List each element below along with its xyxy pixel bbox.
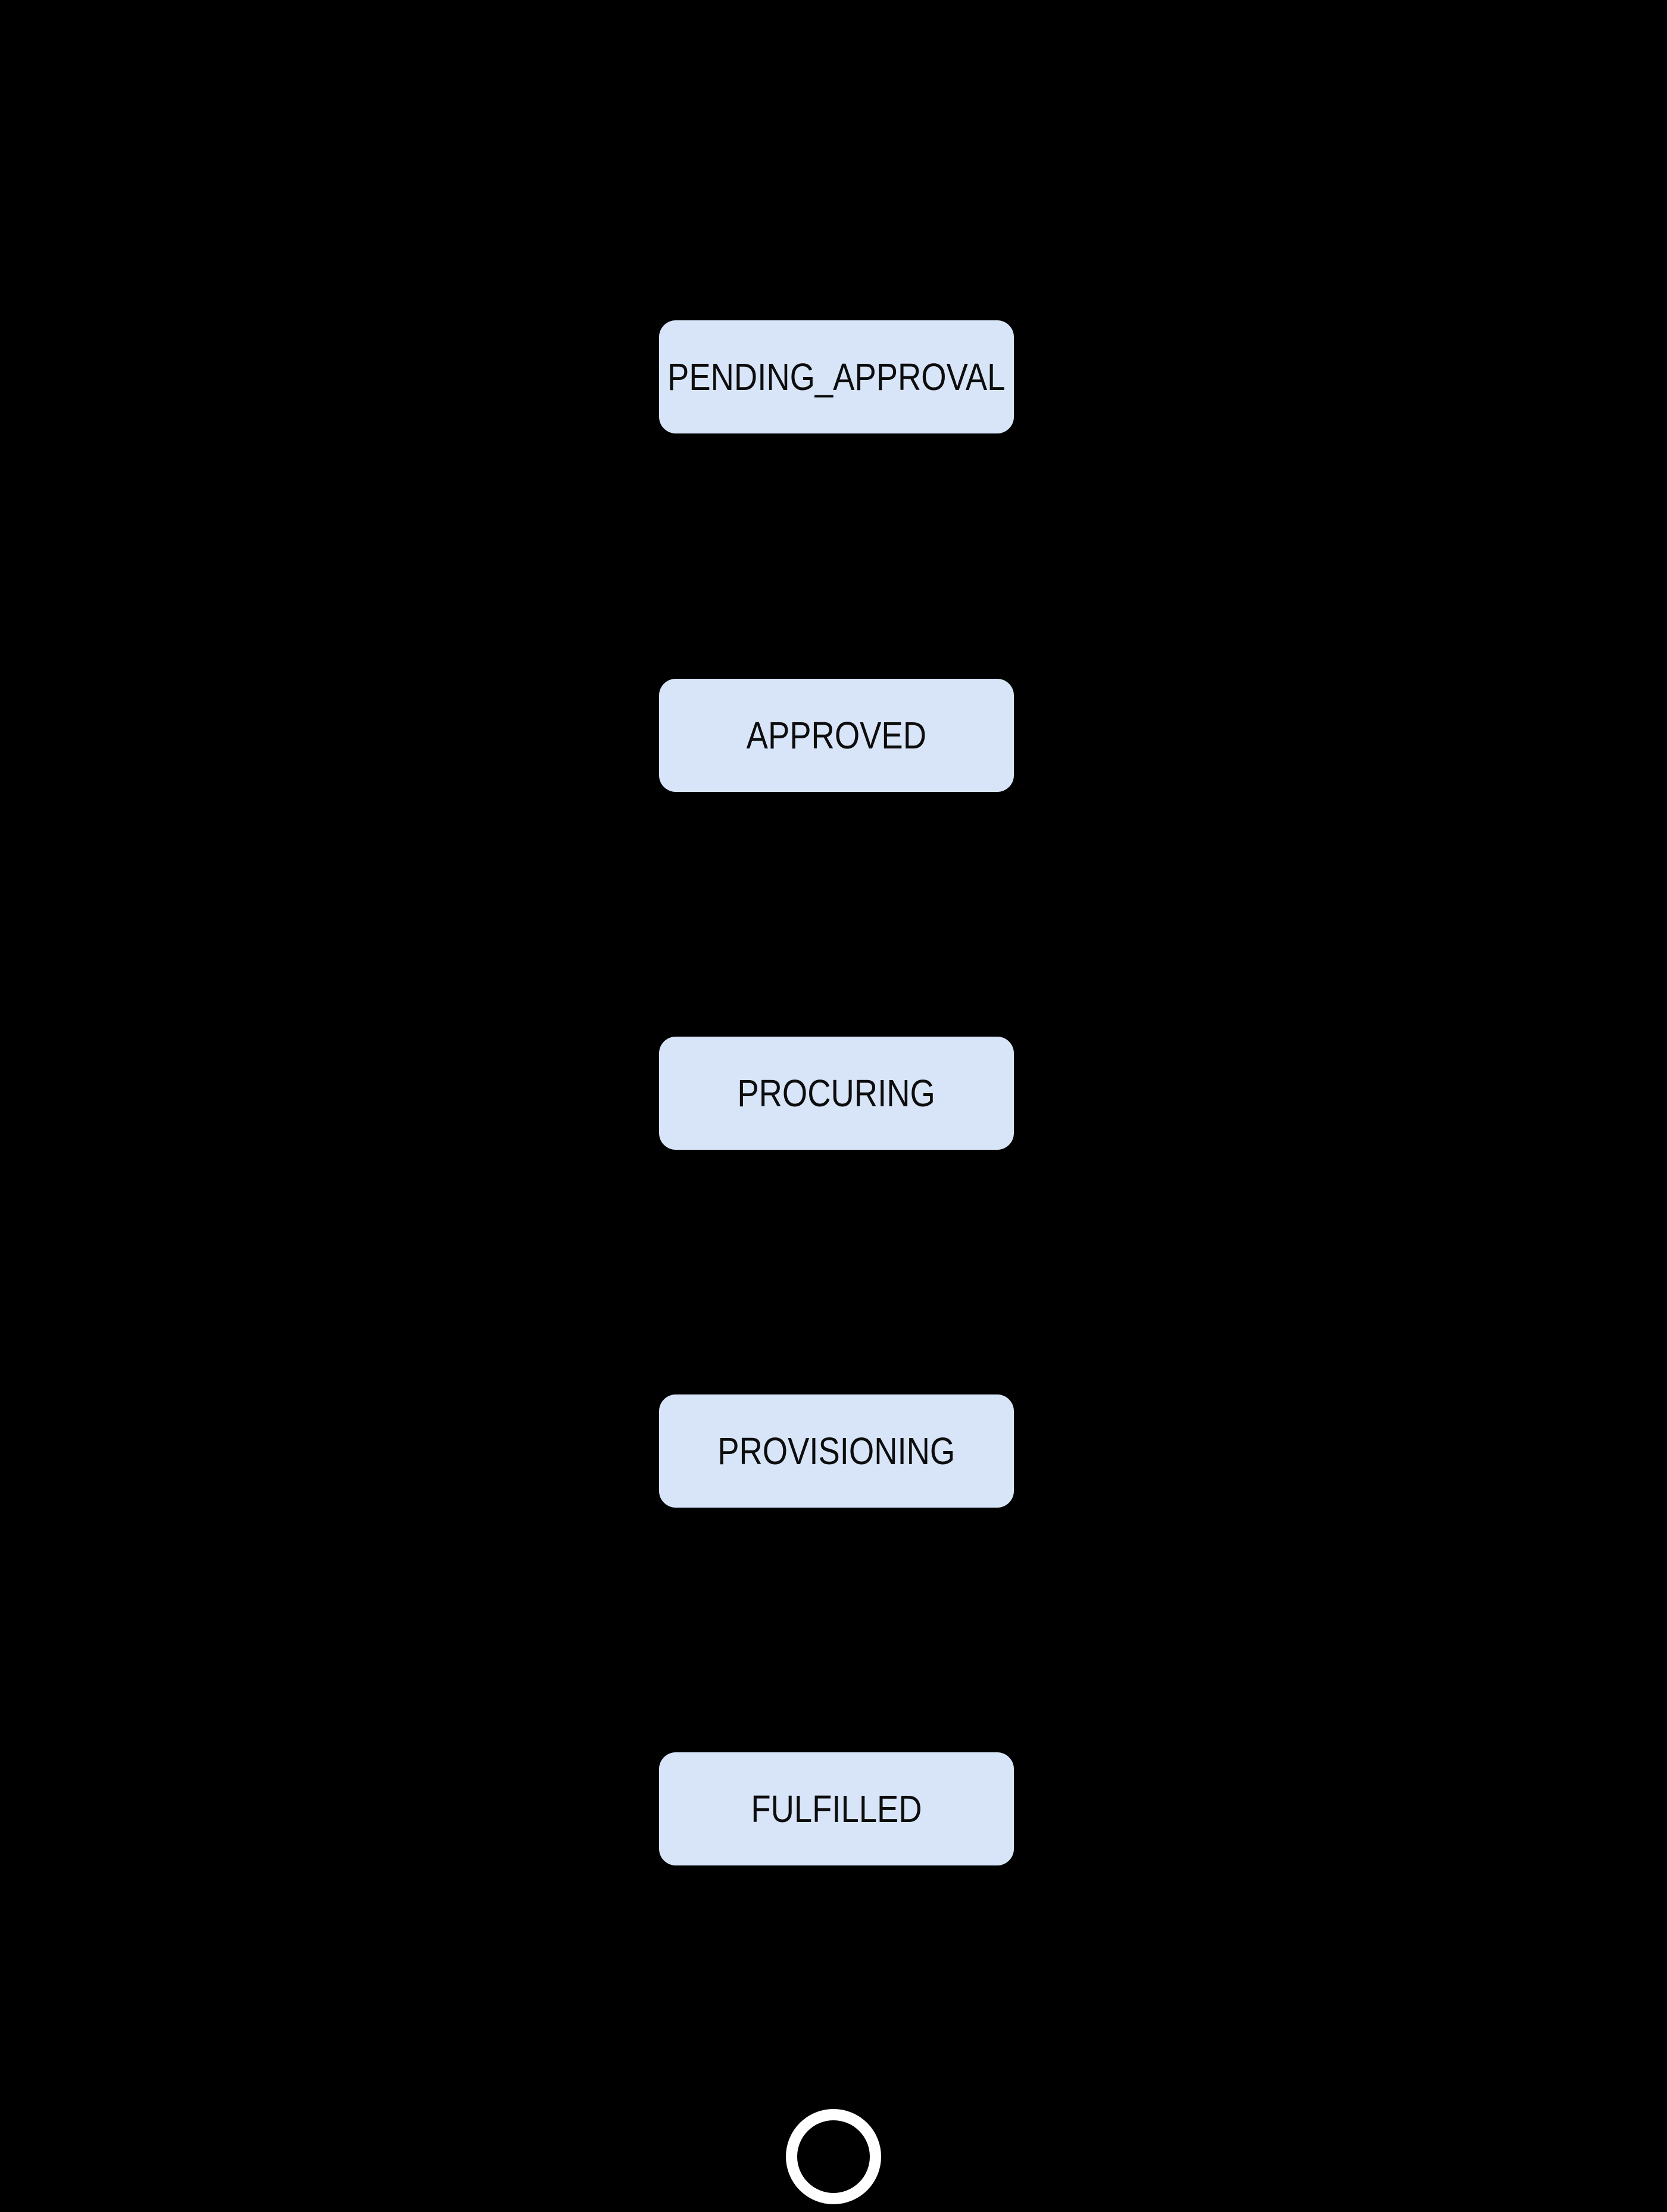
state-node-pending-approval: PENDING_APPROVAL (659, 320, 1014, 433)
state-node-approved: APPROVED (659, 679, 1014, 792)
state-node-provisioning: PROVISIONING (659, 1394, 1014, 1508)
state-node-procuring: PROCURING (659, 1037, 1014, 1150)
state-node-label: APPROVED (746, 714, 927, 757)
state-node-label: FULFILLED (751, 1787, 922, 1830)
final-state-icon (786, 2109, 881, 2204)
state-node-fulfilled: FULFILLED (659, 1752, 1014, 1865)
state-node-label: PENDING_APPROVAL (667, 355, 1006, 398)
state-node-label: PROVISIONING (717, 1430, 956, 1472)
state-node-label: PROCURING (737, 1072, 936, 1115)
